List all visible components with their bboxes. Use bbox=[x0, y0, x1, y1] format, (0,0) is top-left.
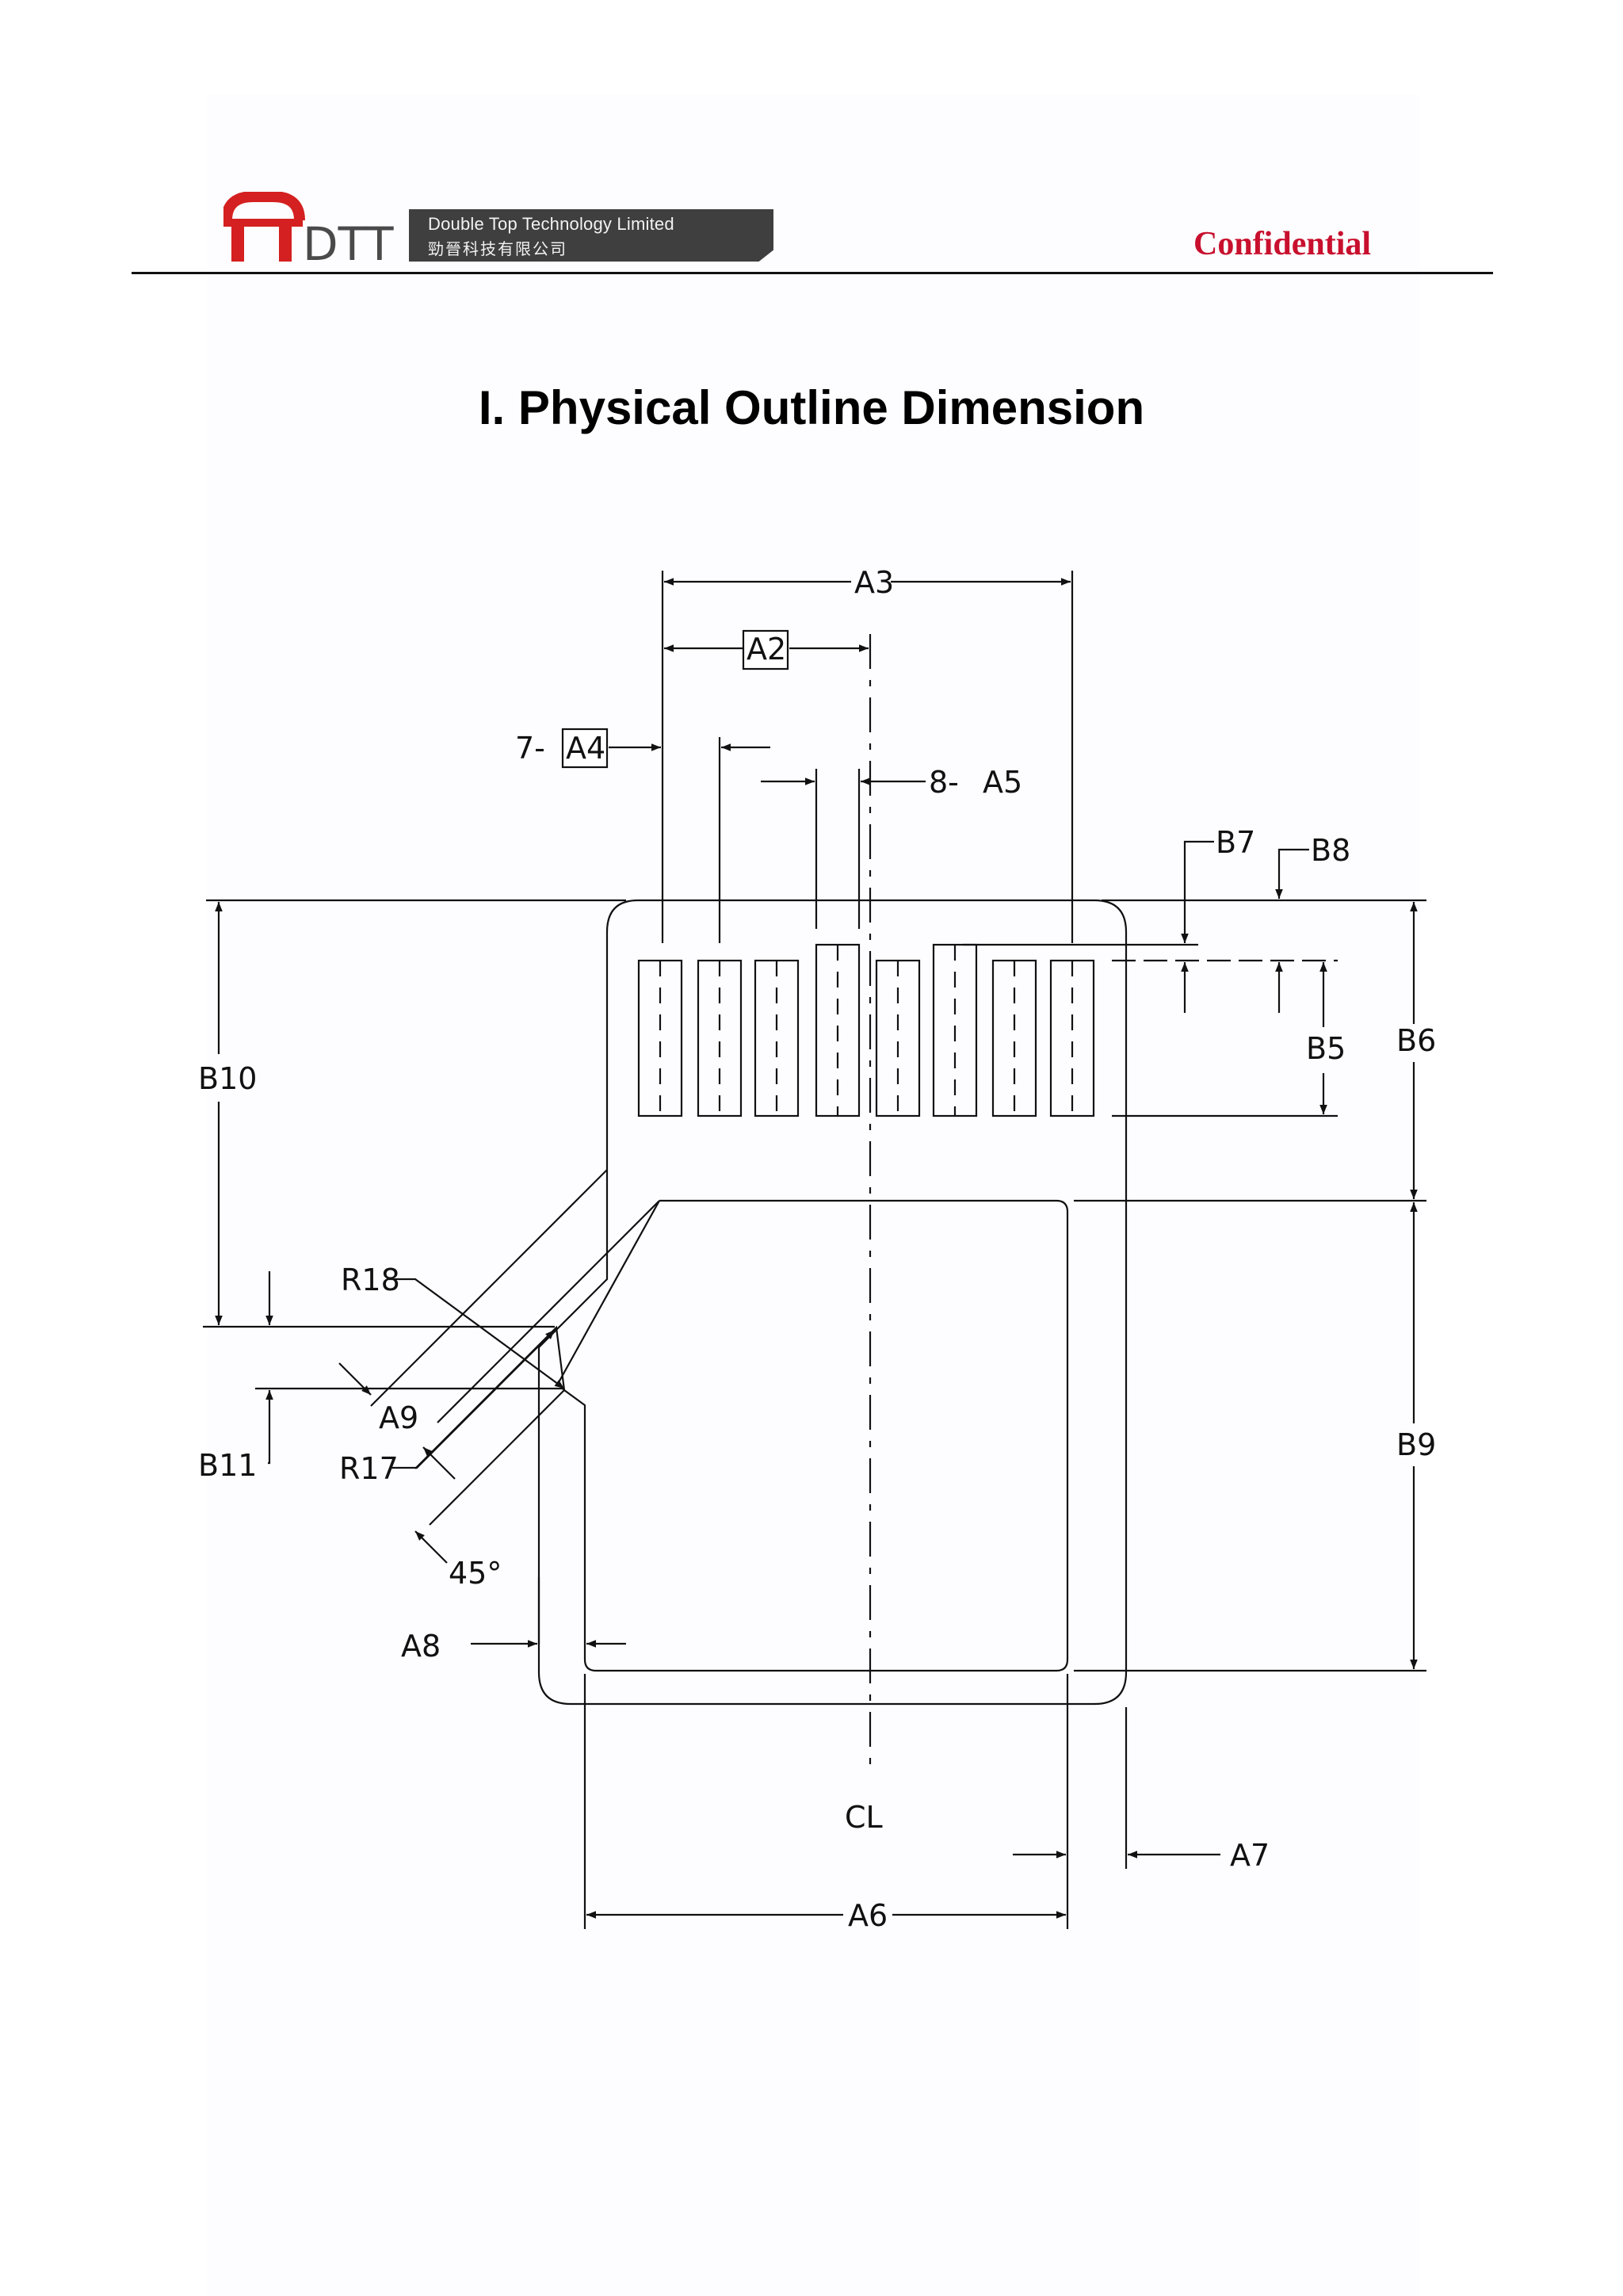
label-a6: A6 bbox=[848, 1898, 888, 1933]
leader-r18 bbox=[387, 1278, 565, 1389]
label-b9: B9 bbox=[1396, 1427, 1436, 1462]
label-angle: 45° bbox=[449, 1556, 502, 1591]
card-inner-outline bbox=[556, 1199, 1069, 1672]
label-r17: R17 bbox=[339, 1451, 399, 1486]
chamfer-line-inner bbox=[437, 1200, 660, 1423]
label-b8: B8 bbox=[1311, 833, 1350, 868]
dimension-line-b8-top bbox=[1275, 848, 1309, 899]
contact-pads bbox=[637, 943, 1095, 1117]
label-a2: A2 bbox=[747, 632, 786, 667]
document-header: DTT Double Top Technology Limited 勁晉科技有限… bbox=[0, 0, 1623, 285]
dimension-line-a9-b bbox=[422, 1446, 456, 1480]
label-cl: CL bbox=[845, 1800, 883, 1835]
logo-text: DTT bbox=[303, 217, 394, 263]
page-title: I. Physical Outline Dimension bbox=[478, 381, 1145, 434]
dimension-line-angle bbox=[414, 1530, 448, 1564]
label-box-a2 bbox=[742, 629, 789, 670]
notch-line-2 bbox=[429, 1389, 565, 1526]
label-a5-prefix: 8- bbox=[929, 765, 959, 800]
label-a8: A8 bbox=[401, 1629, 441, 1664]
card-outer-outline bbox=[537, 899, 1128, 1706]
company-name-en: Double Top Technology Limited bbox=[428, 214, 674, 234]
label-a9: A9 bbox=[379, 1400, 418, 1435]
dimension-line-a9-a bbox=[338, 1362, 372, 1396]
label-b7: B7 bbox=[1216, 825, 1255, 860]
label-b5: B5 bbox=[1306, 1031, 1346, 1066]
label-a3: A3 bbox=[854, 565, 894, 600]
label-b6: B6 bbox=[1396, 1023, 1436, 1058]
label-a4-prefix: 7- bbox=[515, 731, 545, 766]
label-box-a4 bbox=[561, 728, 609, 769]
label-a5: A5 bbox=[983, 765, 1022, 800]
confidential-label: Confidential bbox=[1193, 226, 1372, 262]
label-a7: A7 bbox=[1230, 1838, 1270, 1873]
label-r18: R18 bbox=[341, 1263, 400, 1297]
leader-r17 bbox=[390, 1329, 556, 1469]
chamfer-line-outer bbox=[370, 1169, 608, 1407]
header-rule bbox=[132, 272, 1493, 274]
label-b10: B10 bbox=[198, 1061, 257, 1096]
page-background bbox=[208, 95, 1420, 2296]
label-b11: B11 bbox=[198, 1448, 257, 1483]
dimension-line-b7-top bbox=[1181, 840, 1214, 943]
dimension-line-b11-bottom bbox=[265, 1390, 273, 1465]
company-name-cn: 勁晉科技有限公司 bbox=[428, 239, 567, 258]
company-banner: Double Top Technology Limited 勁晉科技有限公司 bbox=[409, 209, 773, 262]
company-logo: DTT bbox=[223, 192, 394, 263]
label-a4: A4 bbox=[566, 731, 605, 766]
